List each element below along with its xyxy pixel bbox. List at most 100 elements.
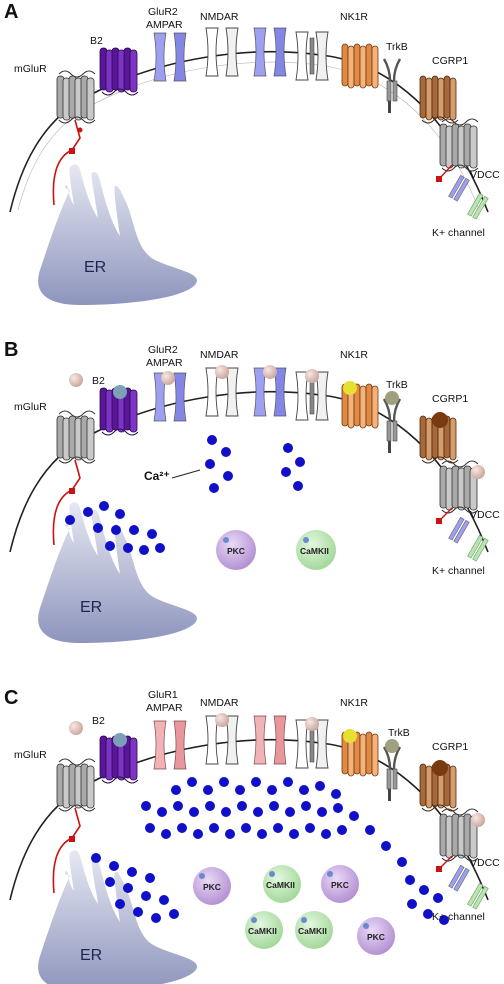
er-organelle — [38, 502, 197, 643]
tether-node — [436, 176, 442, 182]
ampar-channel — [153, 32, 187, 82]
label-mglur: mGluR — [14, 749, 47, 761]
ligand — [432, 760, 448, 776]
ligand — [385, 391, 399, 405]
ligand — [113, 385, 127, 399]
ligand — [215, 365, 229, 379]
ligand — [113, 733, 127, 747]
calcium-ions — [65, 435, 305, 555]
vdcc-channel — [448, 517, 470, 544]
label-b2: B2 — [92, 375, 105, 387]
er-label: ER — [84, 259, 106, 276]
ligand — [161, 371, 175, 385]
tether-node — [77, 127, 83, 133]
label-ampar-top: GluR2 — [148, 344, 178, 356]
tether-node — [69, 148, 75, 154]
er-label: ER — [80, 947, 102, 964]
ligand — [305, 369, 319, 383]
er-organelle — [38, 164, 197, 306]
label-trkb: TrkB — [386, 379, 408, 391]
label-cgrp1: CGRP1 — [432, 55, 468, 67]
enzyme-marker — [363, 923, 369, 929]
ligand — [432, 412, 448, 428]
pkc-label: PKC — [227, 546, 245, 556]
mglur-tether — [52, 807, 81, 894]
label-nmdar: NMDAR — [200, 349, 239, 361]
trkb-receptor — [382, 57, 402, 115]
mglur-receptor — [56, 758, 96, 812]
k-channel — [467, 883, 489, 910]
ligand — [343, 729, 357, 743]
b2-receptor — [99, 47, 139, 96]
pkc-label: PKC — [331, 880, 349, 890]
ligand — [305, 717, 319, 731]
label-cgrp1: CGRP1 — [432, 393, 468, 405]
label-cgrp1: CGRP1 — [432, 741, 468, 753]
label-k-channel: K+ channel — [432, 565, 485, 577]
panel-a: A ER mGluR B2 GluR2 AMPAR NMDAR NK1R Trk… — [4, 1, 500, 306]
label-b2: B2 — [90, 35, 103, 47]
label-mglur: mGluR — [14, 63, 47, 75]
mglur-tether — [52, 119, 81, 206]
label-nk1r: NK1R — [340, 697, 368, 709]
label-vdcc: VDCC — [470, 857, 500, 869]
enzyme-marker — [327, 871, 333, 877]
ligand — [471, 465, 485, 479]
calcium-pointer — [171, 469, 201, 479]
label-nmdar: NMDAR — [200, 697, 239, 709]
ligand — [343, 381, 357, 395]
label-nk1r: NK1R — [340, 349, 368, 361]
panel-letter-a: A — [4, 1, 18, 23]
label-trkb: TrkB — [386, 41, 408, 53]
panel-letter-c: C — [4, 687, 18, 709]
label-ampar-bottom: AMPAR — [146, 702, 183, 714]
pkc-label: PKC — [203, 882, 221, 892]
trkb-receptor — [382, 397, 402, 455]
label-vdcc: VDCC — [470, 169, 500, 181]
cgrp1-receptor — [419, 75, 459, 124]
ligand — [471, 813, 485, 827]
camkii-label: CaMKII — [266, 880, 295, 890]
label-nk1r: NK1R — [340, 11, 368, 23]
calcium-label: Ca²⁺ — [144, 469, 170, 483]
trkb-receptor — [382, 745, 402, 803]
nk1r-receptor — [341, 43, 379, 89]
enzyme-marker — [303, 537, 309, 543]
ligand — [263, 365, 277, 379]
enzyme-marker — [251, 917, 257, 923]
k-channel — [467, 535, 489, 562]
camkii-label: CaMKII — [298, 926, 327, 936]
label-ampar-bottom: AMPAR — [146, 357, 183, 369]
camkii-label: CaMKII — [248, 926, 277, 936]
label-mglur: mGluR — [14, 401, 47, 413]
panel-c: C ER — [4, 687, 500, 984]
label-trkb: TrkB — [388, 727, 410, 739]
vdcc-channel — [448, 175, 470, 202]
nmdar-channel — [205, 27, 239, 77]
tether-node — [436, 518, 442, 524]
mglur-receptor — [56, 70, 96, 124]
label-vdcc: VDCC — [470, 509, 500, 521]
pkc-label: PKC — [367, 932, 385, 942]
mglur-receptor — [439, 118, 479, 172]
panel-letter-b: B — [4, 339, 18, 361]
tether — [439, 164, 453, 179]
enzyme-marker — [269, 871, 275, 877]
label-k-channel: K+ channel — [432, 911, 485, 923]
enzyme-marker — [199, 873, 205, 879]
tether-node — [69, 488, 75, 494]
ligand — [69, 721, 83, 735]
label-b2: B2 — [92, 715, 105, 727]
ligand — [215, 713, 229, 727]
tether-node — [69, 836, 75, 842]
label-ampar-top: GluR1 — [148, 689, 178, 701]
ligand — [385, 739, 399, 753]
label-k-channel: K+ channel — [432, 227, 485, 239]
ligand — [69, 373, 83, 387]
vdcc-channel — [448, 865, 470, 892]
enzyme-marker — [223, 537, 229, 543]
panel-b: B ER — [4, 339, 500, 643]
enzyme-marker — [301, 917, 307, 923]
label-ampar-top: GluR2 — [148, 6, 178, 18]
